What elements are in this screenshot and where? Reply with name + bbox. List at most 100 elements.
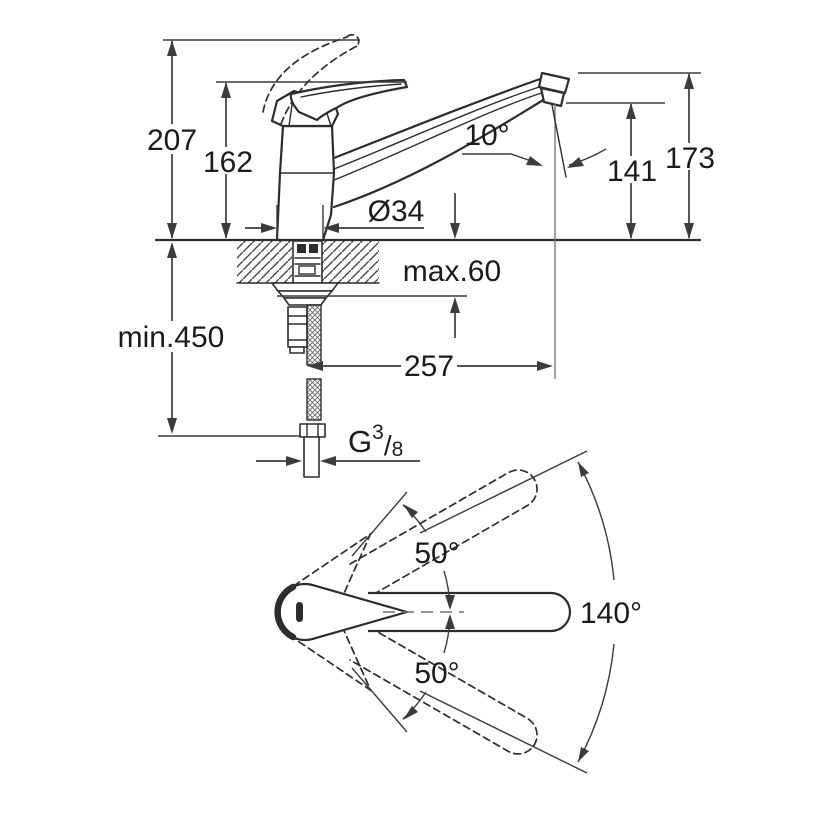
spout-aerator	[539, 86, 566, 108]
swivel-ray-up	[419, 450, 588, 534]
dim-thread-label: G3/8	[348, 421, 403, 461]
arrow-down	[167, 223, 177, 239]
spout-curve-top	[332, 75, 548, 160]
shank-inner-block	[298, 265, 316, 275]
arrow-left	[320, 456, 336, 466]
dim-spout-height-label: 173	[665, 142, 715, 175]
arrow-down	[221, 223, 231, 239]
spout-curve-mid2	[333, 89, 552, 181]
lever-handle	[262, 33, 409, 125]
arrow-up	[626, 103, 636, 119]
dim-spout-swivel-label: 140°	[580, 597, 642, 630]
arrow-at-centerline	[445, 614, 455, 629]
dim-spout-angle-label: 10°	[464, 119, 509, 152]
mounting-flange-mid	[277, 290, 333, 299]
arrow-down	[626, 223, 636, 239]
dim-lever-swing-down: 50°	[351, 614, 460, 733]
dim-spout-height: 173	[578, 72, 715, 239]
arrow-down	[450, 223, 460, 239]
arrow-up	[221, 82, 231, 98]
body-outline	[275, 124, 336, 242]
arrow-right	[286, 456, 302, 466]
hose-nut-facets	[306, 423, 319, 438]
dim-lever-swing-up: 50°	[351, 491, 460, 610]
lever-raised-dashed-top	[262, 36, 348, 113]
spout-curve-bottom	[332, 97, 547, 209]
reference-lines	[551, 104, 567, 379]
swing-ray	[351, 667, 408, 733]
supply-hose-upper	[306, 304, 322, 366]
dim-spout-reach-label: 257	[404, 350, 454, 383]
dim-spout-angle: 10°	[462, 119, 607, 168]
arrow-up	[167, 40, 177, 56]
fitting-detail-lines	[287, 315, 308, 341]
arrow-at-ray	[403, 706, 418, 720]
spout-plan-outline	[368, 591, 572, 633]
arrow-left	[323, 223, 339, 233]
arrow-down	[167, 418, 177, 434]
fitting-end-cap	[289, 346, 305, 354]
shank-stud-right	[309, 244, 318, 253]
side-view: 207 162 173 141	[118, 33, 715, 478]
arrow-at-ray	[403, 504, 418, 518]
arrow-top	[578, 462, 589, 477]
under-counter-assembly	[271, 240, 339, 478]
ext-lines	[276, 205, 324, 238]
arrow-left	[307, 361, 323, 371]
dim-hose-length: min.450	[118, 242, 301, 437]
countertop-section	[154, 238, 702, 284]
counter-hatch-right	[322, 241, 379, 283]
arrow-at-centerline	[445, 595, 455, 610]
swing-ray	[351, 491, 408, 557]
dim-lever-swing-up-label: 50°	[414, 537, 459, 570]
shank-detail-lines	[294, 257, 321, 277]
arrow-right	[537, 361, 553, 371]
lever-plan-crescent	[274, 583, 297, 641]
arrow-bottom	[578, 747, 589, 762]
spout-dashed-up	[349, 469, 538, 598]
arrow-up	[684, 73, 694, 89]
dim-outlet-height: 141	[566, 102, 665, 239]
connection-tube	[303, 436, 320, 478]
arc-arrow	[567, 157, 584, 168]
shank-stud-left	[297, 244, 306, 253]
dim-hose-length-label: min.450	[118, 321, 225, 354]
lever-plan-tick	[296, 602, 303, 622]
spout	[332, 71, 571, 209]
dim-spout-swivel: 140°	[419, 450, 642, 774]
dim-spout-reach: 257	[307, 350, 553, 383]
lever-blade	[289, 78, 409, 122]
dim-base-diameter: Ø34	[245, 195, 424, 238]
leader-arrow	[526, 156, 543, 166]
dim-thread: G3/8	[256, 421, 420, 466]
dim-lever-height-label: 162	[203, 146, 253, 179]
dim-deck-thickness-label: max.60	[403, 255, 501, 288]
leader-line	[462, 153, 538, 164]
lever-raised-dashed-tip	[346, 33, 360, 47]
dim-total-height-label: 207	[147, 124, 197, 157]
thread-slash: /	[384, 430, 392, 461]
arrow-down	[684, 223, 694, 239]
dim-deck-thickness: max.60	[277, 193, 501, 338]
thread-denominator: 8	[392, 438, 404, 461]
arrow-right	[261, 223, 277, 233]
spout-curve-mid1	[333, 83, 550, 170]
plan-view: 50° 50° 140°	[274, 450, 642, 774]
mounting-flange-bottom	[283, 297, 327, 306]
swivel-ray-down	[419, 690, 588, 774]
dim-outlet-height-label: 141	[607, 155, 657, 188]
thread-prefix: G	[348, 424, 372, 459]
supply-hose-lower	[306, 378, 322, 421]
outlet-tilt-line	[551, 104, 567, 178]
dim-base-diameter-label: Ø34	[368, 195, 425, 228]
spout-swiveled-positions	[349, 469, 538, 755]
dim-total-height: 207	[147, 39, 360, 239]
arrow-up	[167, 242, 177, 258]
spout-dashed-down	[349, 626, 538, 755]
thread-numerator: 3	[372, 421, 384, 444]
dim-lever-height: 162	[203, 81, 407, 239]
mounting-flange-top	[271, 282, 339, 292]
dim-lever-swing-down-label: 50°	[414, 657, 459, 690]
